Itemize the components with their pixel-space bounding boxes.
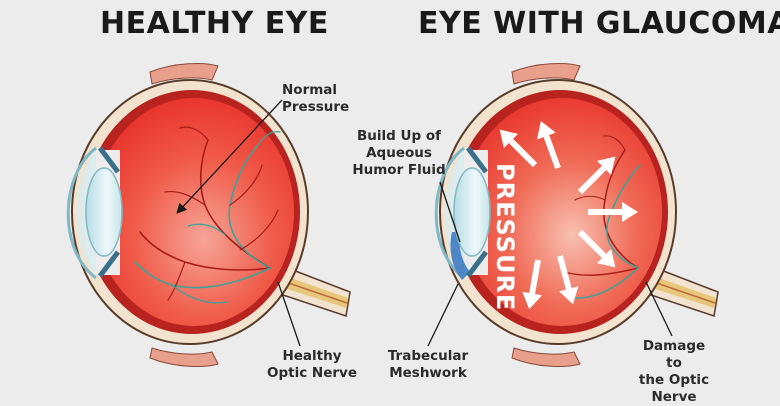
optic-nerve-damage-label: Damage to the Optic Nerve (638, 338, 710, 405)
pressure-arrows (499, 121, 638, 310)
lens-right (453, 167, 491, 257)
healthy-eye-title: HEALTHY EYE (100, 6, 329, 41)
normal-pressure-arrow (176, 99, 283, 214)
pressure-arrow (522, 259, 542, 310)
lower-muscle-right (511, 347, 581, 367)
vitreous-body-right (462, 98, 662, 326)
pressure-arrow (577, 229, 616, 268)
normal-pressure-label: Normal Pressure (282, 82, 350, 115)
pressure-arrow (557, 255, 579, 305)
glaucoma-eye: PRESSURE (427, 63, 719, 367)
healthy-eye (66, 63, 351, 367)
trabecular-meshwork-label: Trabecular Meshwork (387, 348, 469, 381)
upper-muscle-right (511, 63, 581, 85)
glaucoma-eye-title: EYE WITH GLAUCOMA (418, 6, 780, 41)
healthy-optic-nerve-label: Healthy Optic Nerve (267, 348, 357, 381)
upper-muscle (149, 63, 219, 85)
cornea (66, 146, 97, 280)
vitreous-body (94, 98, 294, 326)
pressure-arrow (577, 156, 616, 195)
trabecular-pointer (427, 283, 459, 347)
lens (85, 167, 123, 257)
build-up-pointer (439, 181, 461, 243)
damage-pointer (645, 281, 673, 337)
aqueous-fluid (450, 232, 470, 280)
retinal-vessels-right (564, 135, 641, 299)
retinal-vessels (134, 126, 281, 304)
pressure-arrow (536, 121, 561, 170)
iris (98, 146, 120, 278)
pressure-arrow (499, 129, 538, 168)
pressure-arrow (588, 202, 638, 222)
iris-right (466, 146, 488, 278)
cornea-right (434, 146, 465, 280)
lower-muscle (149, 347, 219, 367)
aqueous-build-up-label: Build Up of Aqueous Humor Fluid (352, 128, 446, 178)
healthy-nerve-pointer (277, 281, 301, 347)
pressure-word: PRESSURE (491, 163, 519, 311)
